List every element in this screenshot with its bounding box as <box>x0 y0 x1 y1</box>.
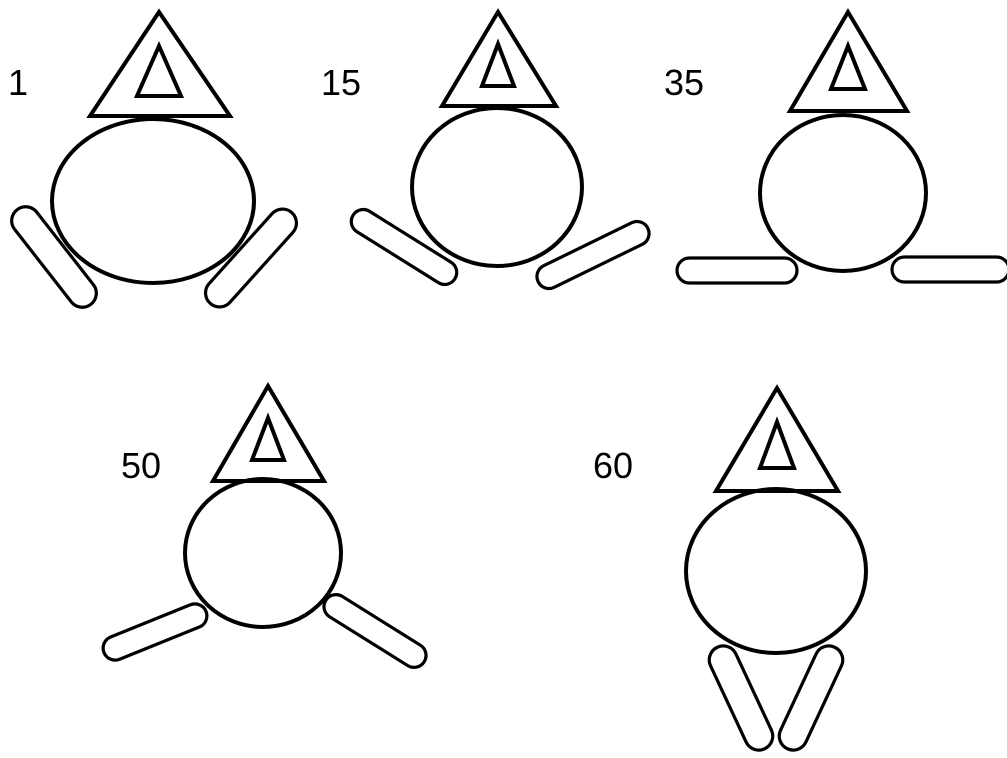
right-limb <box>533 217 653 292</box>
figure-60: 60 <box>593 388 866 755</box>
body-circle <box>52 119 254 283</box>
head-triangle <box>90 12 230 116</box>
figure-label: 35 <box>664 62 704 103</box>
left-limb <box>677 258 797 283</box>
figure-50: 50 <box>100 386 431 672</box>
head-triangle <box>213 386 324 481</box>
inner-triangle <box>137 46 181 96</box>
body-circle <box>412 108 582 266</box>
head-triangle <box>442 12 556 106</box>
figure-35: 35 <box>664 12 1007 283</box>
left-limb <box>705 641 778 754</box>
figure-label: 1 <box>8 62 28 103</box>
right-limb <box>319 590 430 672</box>
inner-triangle <box>252 418 284 460</box>
head-triangle <box>790 12 907 111</box>
right-limb <box>892 257 1007 282</box>
right-limb <box>775 641 848 754</box>
body-circle <box>185 479 341 627</box>
head-triangle <box>716 388 838 491</box>
figure-15: 15 <box>321 12 653 293</box>
figure-label: 15 <box>321 62 361 103</box>
left-limb <box>100 600 211 663</box>
inner-triangle <box>831 46 865 89</box>
figure-label: 50 <box>121 445 161 486</box>
body-circle <box>686 489 866 653</box>
inner-triangle <box>482 44 514 86</box>
figure-1: 1 <box>6 12 302 313</box>
inner-triangle <box>760 422 794 468</box>
body-circle <box>760 115 926 271</box>
figure-label: 60 <box>593 445 633 486</box>
